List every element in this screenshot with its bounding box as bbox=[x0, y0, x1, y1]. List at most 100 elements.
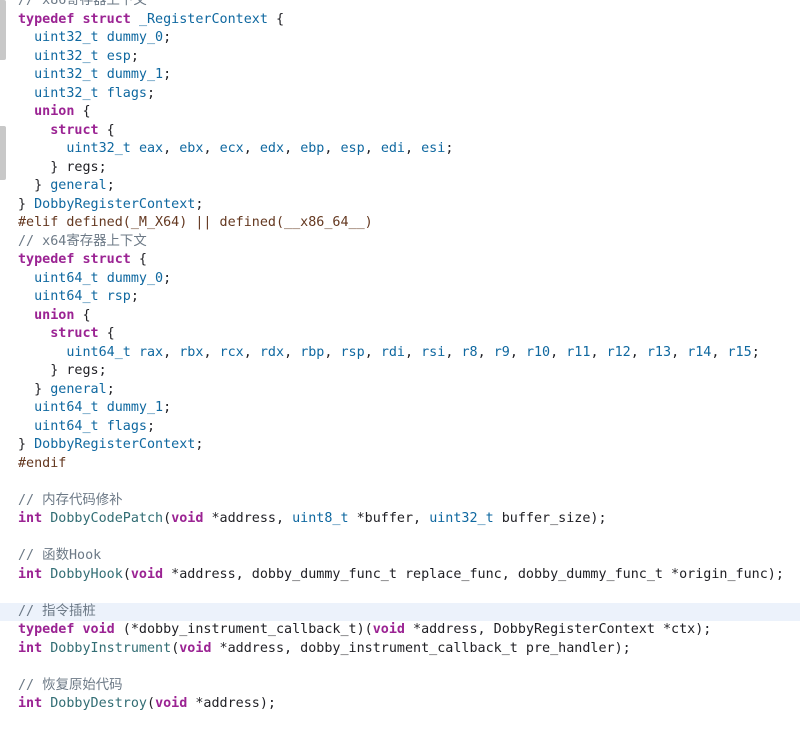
code-token: , bbox=[324, 344, 341, 360]
code-line[interactable] bbox=[0, 658, 800, 677]
code-line[interactable]: int DobbyCodePatch(void *address, uint8_… bbox=[0, 510, 800, 529]
code-token: { bbox=[98, 122, 115, 138]
code-line[interactable]: uint32_t dummy_0; bbox=[0, 29, 800, 48]
code-token: esp bbox=[340, 141, 365, 156]
code-token: dummy_0 bbox=[106, 270, 164, 286]
code-token: uint32_t bbox=[66, 141, 131, 156]
code-token: , bbox=[324, 141, 341, 156]
code-token: DobbyInstrument bbox=[50, 640, 172, 656]
code-token: (*dobby_instrument_callback_t)( bbox=[114, 622, 373, 637]
code-token: , bbox=[364, 141, 381, 156]
code-token: { bbox=[267, 11, 285, 27]
code-token: // 指令插桩 bbox=[18, 603, 96, 619]
code-line[interactable]: } regs; bbox=[0, 362, 800, 381]
code-token: rbx bbox=[179, 344, 204, 360]
code-token bbox=[99, 289, 107, 304]
code-token: uint32_t bbox=[34, 48, 99, 64]
code-line[interactable]: struct { bbox=[0, 325, 800, 344]
code-line[interactable] bbox=[0, 473, 800, 492]
code-token bbox=[18, 308, 34, 323]
code-token: , bbox=[203, 344, 220, 360]
code-line[interactable]: } DobbyRegisterContext; bbox=[0, 436, 800, 455]
code-line[interactable]: typedef struct _RegisterContext { bbox=[0, 11, 800, 30]
code-token: } bbox=[18, 196, 35, 212]
code-token: r13 bbox=[646, 344, 672, 360]
code-line[interactable]: // 内存代码修补 bbox=[0, 492, 800, 511]
code-token: rsp bbox=[106, 289, 131, 304]
code-token bbox=[18, 49, 34, 64]
code-token: r10 bbox=[525, 344, 551, 360]
code-line[interactable] bbox=[0, 529, 800, 548]
code-token: ( bbox=[147, 696, 156, 711]
code-token: edx bbox=[259, 141, 285, 156]
code-line[interactable]: } regs; bbox=[0, 159, 800, 178]
code-line[interactable]: } general; bbox=[0, 177, 800, 196]
code-token: int bbox=[18, 566, 43, 582]
code-line[interactable]: // x86寄存器上下文 bbox=[0, 0, 800, 11]
code-line[interactable]: int DobbyHook(void *address, dobby_dummy… bbox=[0, 566, 800, 585]
code-token: , bbox=[163, 344, 180, 360]
code-line[interactable]: union { bbox=[0, 307, 800, 326]
code-token: dummy_1 bbox=[106, 400, 164, 415]
code-token: ; bbox=[106, 381, 115, 397]
code-token: } bbox=[18, 437, 35, 452]
code-line[interactable]: // 恢复原始代码 bbox=[0, 677, 800, 696]
code-line[interactable]: #endif bbox=[0, 455, 800, 474]
code-line[interactable]: // 指令插桩 bbox=[0, 602, 800, 621]
code-line[interactable]: // x64寄存器上下文 bbox=[0, 233, 800, 252]
code-token: #elif defined(_M_X64) || defined(__x86_6… bbox=[18, 215, 373, 230]
code-token: *address, bbox=[203, 511, 293, 526]
code-token: void bbox=[179, 640, 212, 656]
code-token: , bbox=[445, 344, 462, 360]
code-line[interactable]: // 函数Hook bbox=[0, 547, 800, 566]
code-line[interactable]: union { bbox=[0, 103, 800, 122]
code-line[interactable]: uint32_t flags; bbox=[0, 85, 800, 104]
code-line[interactable]: uint64_t dummy_0; bbox=[0, 270, 800, 289]
code-line[interactable]: #elif defined(_M_X64) || defined(__x86_6… bbox=[0, 214, 800, 233]
code-token: #endif bbox=[18, 455, 67, 471]
code-token: { bbox=[74, 307, 91, 323]
code-token: , bbox=[509, 344, 526, 360]
code-token: struct bbox=[82, 252, 131, 267]
code-line[interactable]: uint32_t dummy_1; bbox=[0, 66, 800, 85]
code-token: , bbox=[243, 141, 260, 156]
code-token: r9 bbox=[493, 344, 510, 360]
code-line[interactable]: uint64_t flags; bbox=[0, 418, 800, 437]
code-token: , bbox=[203, 141, 220, 156]
code-token bbox=[99, 86, 107, 101]
code-token: , bbox=[284, 344, 301, 360]
code-line[interactable]: uint64_t rax, rbx, rcx, rdx, rbp, rsp, r… bbox=[0, 344, 800, 363]
code-token: ebx bbox=[179, 141, 204, 156]
change-bar-top bbox=[0, 0, 6, 60]
code-line[interactable]: int DobbyInstrument(void *address, dobby… bbox=[0, 640, 800, 659]
code-line[interactable]: uint32_t eax, ebx, ecx, edx, ebp, esp, e… bbox=[0, 140, 800, 159]
code-token: DobbyCodePatch bbox=[50, 511, 164, 526]
code-line[interactable]: uint64_t dummy_1; bbox=[0, 399, 800, 418]
code-line[interactable]: } DobbyRegisterContext; bbox=[0, 196, 800, 215]
code-token: union bbox=[34, 104, 75, 119]
code-line[interactable] bbox=[0, 584, 800, 603]
code-line[interactable]: typedef struct { bbox=[0, 251, 800, 270]
code-token: DobbyHook bbox=[50, 566, 123, 582]
code-line[interactable]: uint64_t rsp; bbox=[0, 288, 800, 307]
code-token: // 函数Hook bbox=[18, 548, 102, 563]
code-line[interactable]: } general; bbox=[0, 381, 800, 400]
code-token: uint32_t bbox=[34, 85, 99, 101]
code-token: rax bbox=[138, 344, 164, 360]
code-token: ; bbox=[130, 48, 139, 64]
code-line[interactable]: struct { bbox=[0, 122, 800, 141]
code-line[interactable]: int DobbyDestroy(void *address); bbox=[0, 695, 800, 714]
code-token: rbp bbox=[300, 344, 325, 360]
code-line[interactable]: typedef void (*dobby_instrument_callback… bbox=[0, 621, 800, 640]
code-token bbox=[18, 30, 34, 45]
code-token: uint64_t bbox=[34, 270, 99, 286]
code-token: void bbox=[82, 622, 115, 637]
code-token bbox=[74, 622, 82, 637]
code-token: ; bbox=[147, 418, 156, 434]
code-line[interactable]: uint32_t esp; bbox=[0, 48, 800, 67]
code-token: general bbox=[50, 178, 107, 193]
code-token: int bbox=[18, 696, 43, 711]
code-token bbox=[18, 326, 50, 341]
code-token: { bbox=[130, 252, 147, 267]
